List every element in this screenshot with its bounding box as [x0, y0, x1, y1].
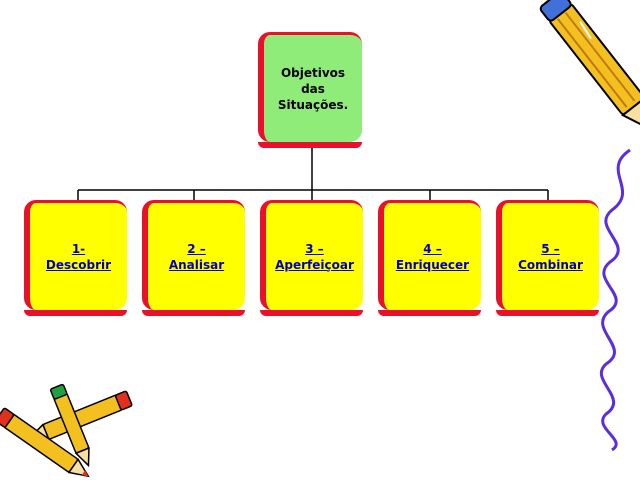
child-node-1: 1- Descobrir	[24, 200, 127, 316]
child-node-3: 3 – Aperfeiçoar	[260, 200, 363, 316]
pencil-clipart	[539, 0, 640, 133]
crossed-pencils-clipart	[0, 383, 133, 478]
child-node-5: 5 – Combinar	[496, 200, 599, 316]
child-node-label: 1- Descobrir	[45, 241, 112, 272]
child-node-4: 4 – Enriquecer	[378, 200, 481, 316]
root-node-label: Objetivos das Situações.	[277, 65, 349, 112]
child-node-label: 2 – Analisar	[168, 241, 225, 272]
child-node-label: 4 – Enriquecer	[395, 241, 470, 272]
child-node-2: 2 – Analisar	[142, 200, 245, 316]
child-node-label: 5 – Combinar	[518, 241, 583, 272]
root-node: Objetivos das Situações.	[258, 32, 362, 148]
child-node-label: 3 – Aperfeiçoar	[275, 241, 354, 272]
purple-squiggle-line	[599, 148, 631, 452]
